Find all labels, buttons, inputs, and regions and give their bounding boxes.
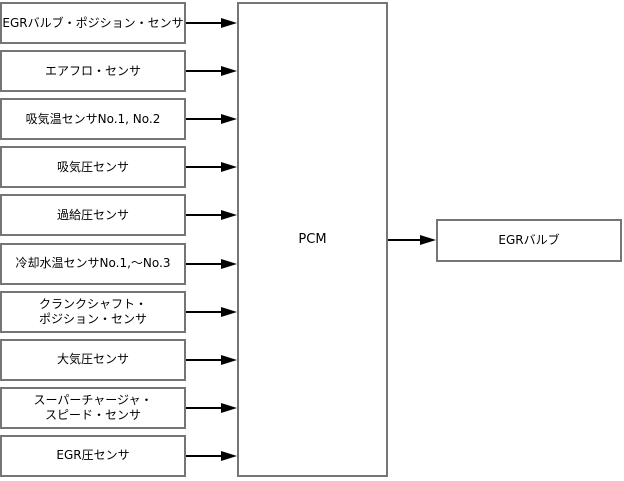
sensor-input-column: EGRバルブ・ポジション・センサ エアフロ・センサ 吸気温センサNo.1, No… <box>0 2 237 477</box>
arrowhead-right-icon <box>420 235 436 245</box>
sensor-label: 冷却水温センサNo.1,～No.3 <box>15 256 171 271</box>
sensor-box-egr-pressure: EGR圧センサ <box>0 434 186 477</box>
sensor-row: 大気圧センサ <box>0 338 237 381</box>
sensor-box-boost-pressure: 過給圧センサ <box>0 194 186 237</box>
sensor-box-intake-air-temp: 吸気温センサNo.1, No.2 <box>0 98 186 141</box>
sensor-row: エアフロ・センサ <box>0 50 237 93</box>
arrowhead-right-icon <box>221 402 237 413</box>
arrowhead-right-icon <box>221 114 237 125</box>
egr-valve-box: EGRバルブ <box>436 219 622 262</box>
input-arrow <box>186 109 237 129</box>
sensor-row: EGRバルブ・ポジション・センサ <box>0 2 237 44</box>
sensor-label: EGRバルブ・ポジション・センサ <box>2 15 184 30</box>
arrow-line <box>186 22 225 24</box>
arrowhead-right-icon <box>221 162 237 173</box>
input-arrow <box>186 350 237 370</box>
arrowhead-right-icon <box>221 354 237 365</box>
egr-valve-label: EGRバルブ <box>498 233 560 247</box>
arrow-line <box>186 166 225 169</box>
arrow-line <box>186 262 225 265</box>
output-arrow <box>388 230 436 250</box>
arrow-line <box>186 118 225 121</box>
arrow-line <box>186 454 225 457</box>
sensor-box-egr-valve-position: EGRバルブ・ポジション・センサ <box>0 2 186 44</box>
sensor-label: クランクシャフト・ ポジション・センサ <box>38 296 147 326</box>
sensor-row: 過給圧センサ <box>0 194 237 237</box>
arrow-line <box>186 406 225 409</box>
sensor-label: 吸気圧センサ <box>56 159 129 174</box>
sensor-row: クランクシャフト・ ポジション・センサ <box>0 290 237 333</box>
input-arrow <box>186 302 237 322</box>
arrowhead-right-icon <box>221 450 237 461</box>
sensor-row: 冷却水温センサNo.1,～No.3 <box>0 242 237 285</box>
arrowhead-right-icon <box>221 18 237 28</box>
arrowhead-right-icon <box>221 258 237 269</box>
sensor-box-barometric-pressure: 大気圧センサ <box>0 338 186 381</box>
arrowhead-right-icon <box>221 210 237 221</box>
sensor-box-crankshaft-position: クランクシャフト・ ポジション・センサ <box>0 290 186 333</box>
sensor-label: エアフロ・センサ <box>44 63 141 78</box>
sensor-label: スーパーチャージャ・ スピード・センサ <box>33 392 153 422</box>
sensor-label: 過給圧センサ <box>56 207 129 222</box>
arrow-line <box>186 310 225 313</box>
sensor-label: 吸気温センサNo.1, No.2 <box>25 111 161 126</box>
input-arrow <box>186 446 237 466</box>
sensor-box-supercharger-speed: スーパーチャージャ・ スピード・センサ <box>0 386 186 429</box>
arrow-line <box>186 70 225 73</box>
sensor-box-airflow: エアフロ・センサ <box>0 50 186 93</box>
input-arrow <box>186 254 237 274</box>
sensor-row: スーパーチャージャ・ スピード・センサ <box>0 386 237 429</box>
arrowhead-right-icon <box>221 306 237 317</box>
sensor-box-coolant-temp: 冷却水温センサNo.1,～No.3 <box>0 242 186 285</box>
sensor-row: 吸気温センサNo.1, No.2 <box>0 98 237 141</box>
arrow-line <box>388 239 424 241</box>
sensor-label: EGR圧センサ <box>56 448 130 463</box>
pcm-label: PCM <box>298 232 327 247</box>
sensor-row: 吸気圧センサ <box>0 146 237 189</box>
sensor-box-intake-pressure: 吸気圧センサ <box>0 146 186 189</box>
arrow-line <box>186 358 225 361</box>
sensor-label: 大気圧センサ <box>56 352 129 367</box>
input-arrow <box>186 13 237 33</box>
input-arrow <box>186 61 237 81</box>
arrow-line <box>186 214 225 217</box>
pcm-box: PCM <box>237 2 388 477</box>
input-arrow <box>186 205 237 225</box>
sensor-row: EGR圧センサ <box>0 434 237 477</box>
input-arrow <box>186 398 237 418</box>
arrowhead-right-icon <box>221 66 237 77</box>
input-arrow <box>186 157 237 177</box>
